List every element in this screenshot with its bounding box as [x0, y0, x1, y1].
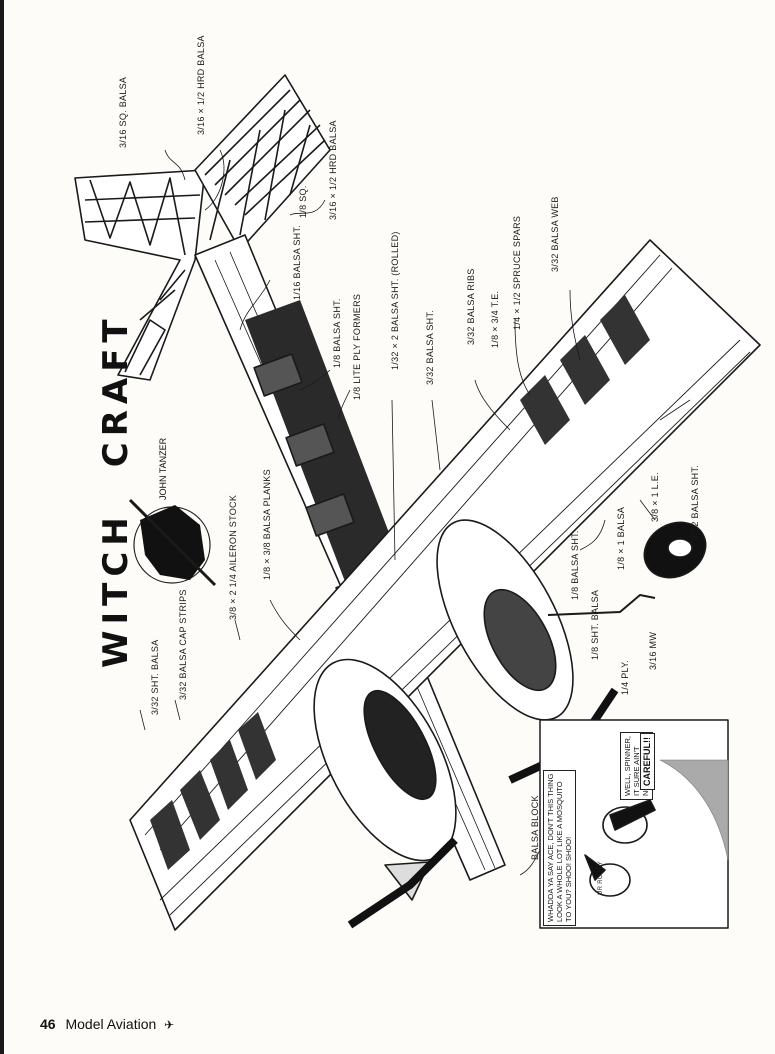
callout-balsa-planks: 1/8 × 3/8 BALSA PLANKS — [262, 469, 272, 580]
vertical-fin — [194, 74, 331, 251]
callout-rolled-balsa: 1/32 × 2 BALSA SHT. (ROLLED) — [390, 231, 400, 370]
callout-aileron-stock: 3/8 × 2 1/4 AILERON STOCK — [228, 494, 238, 620]
callout-ply: 1/4 PLY. — [620, 659, 630, 695]
callout-hard-balsa-right: 3/16 × 1/2 HRD BALSA — [328, 120, 338, 220]
callout-balsa-1: 1/8 × 1 BALSA — [616, 506, 626, 570]
publication-name: Model Aviation — [65, 1016, 157, 1032]
page-edge-shadow — [0, 0, 4, 1054]
callout-balsa-web: 3/32 BALSA WEB — [550, 196, 560, 272]
comic-bubble-left: WHADDA YA SAY ACE, DON'T THIS THING LOOK… — [543, 769, 576, 926]
title-part-craft: CRAFT — [96, 313, 136, 468]
callout-hard-balsa-top: 3/16 × 1/2 HRD BALSA — [196, 35, 206, 135]
callout-sht-balsa-wing: 3/32 SHT. BALSA — [150, 639, 160, 715]
callout-lite-ply-formers: 1/8 LITE PLY FORMERS — [352, 293, 362, 400]
article-title: WITCH CRAFT — [96, 313, 136, 668]
left-propeller — [347, 837, 458, 929]
page-number: 46 — [40, 1016, 56, 1032]
callout-balsa-sht-wing: 3/32 BALSA SHT. — [690, 464, 700, 540]
title-part-witch: WITCH — [96, 511, 136, 668]
callout-mw: 3/16 MW — [648, 631, 658, 670]
comic-shirt-text: UR RC FLY — [598, 861, 604, 895]
callout-le: 3/8 × 1 L.E. — [650, 472, 660, 522]
horizontal-stabilizer — [74, 169, 206, 381]
callout-balsa-sht-gear: 1/8 BALSA SHT. — [570, 530, 580, 600]
comic-bubble-careful: CAREFUL!! — [640, 733, 655, 790]
callout-balsa-block: BALSA BLOCK — [530, 795, 540, 860]
callout-sq-balsa: 3/16 SQ. BALSA — [118, 76, 128, 148]
callout-balsa-ribs: 3/32 BALSA RIBS — [466, 268, 476, 345]
callout-sht-balsa: 1/8 SHT. BALSA — [590, 589, 600, 660]
callout-cap-strips: 3/32 BALSA CAP STRIPS — [178, 589, 188, 700]
callout-sq: 1/8 SQ. — [298, 185, 308, 218]
callout-te: 1/8 × 3/4 T.E. — [490, 290, 500, 348]
callout-spruce-spars: 1/4 × 1/2 SPRUCE SPARS — [512, 215, 522, 330]
callout-balsa-sht-1-8: 1/8 BALSA SHT. — [332, 298, 342, 368]
author-byline: JOHN TANZER — [158, 437, 168, 500]
airplane-icon: ✈ — [164, 1018, 175, 1032]
page-footer: 46 Model Aviation ✈ — [40, 1016, 174, 1032]
callout-balsa-sht-3-32: 3/32 BALSA SHT. — [425, 309, 435, 385]
callout-balsa-sht-1-16: 1/16 BALSA SHT. — [292, 224, 302, 300]
